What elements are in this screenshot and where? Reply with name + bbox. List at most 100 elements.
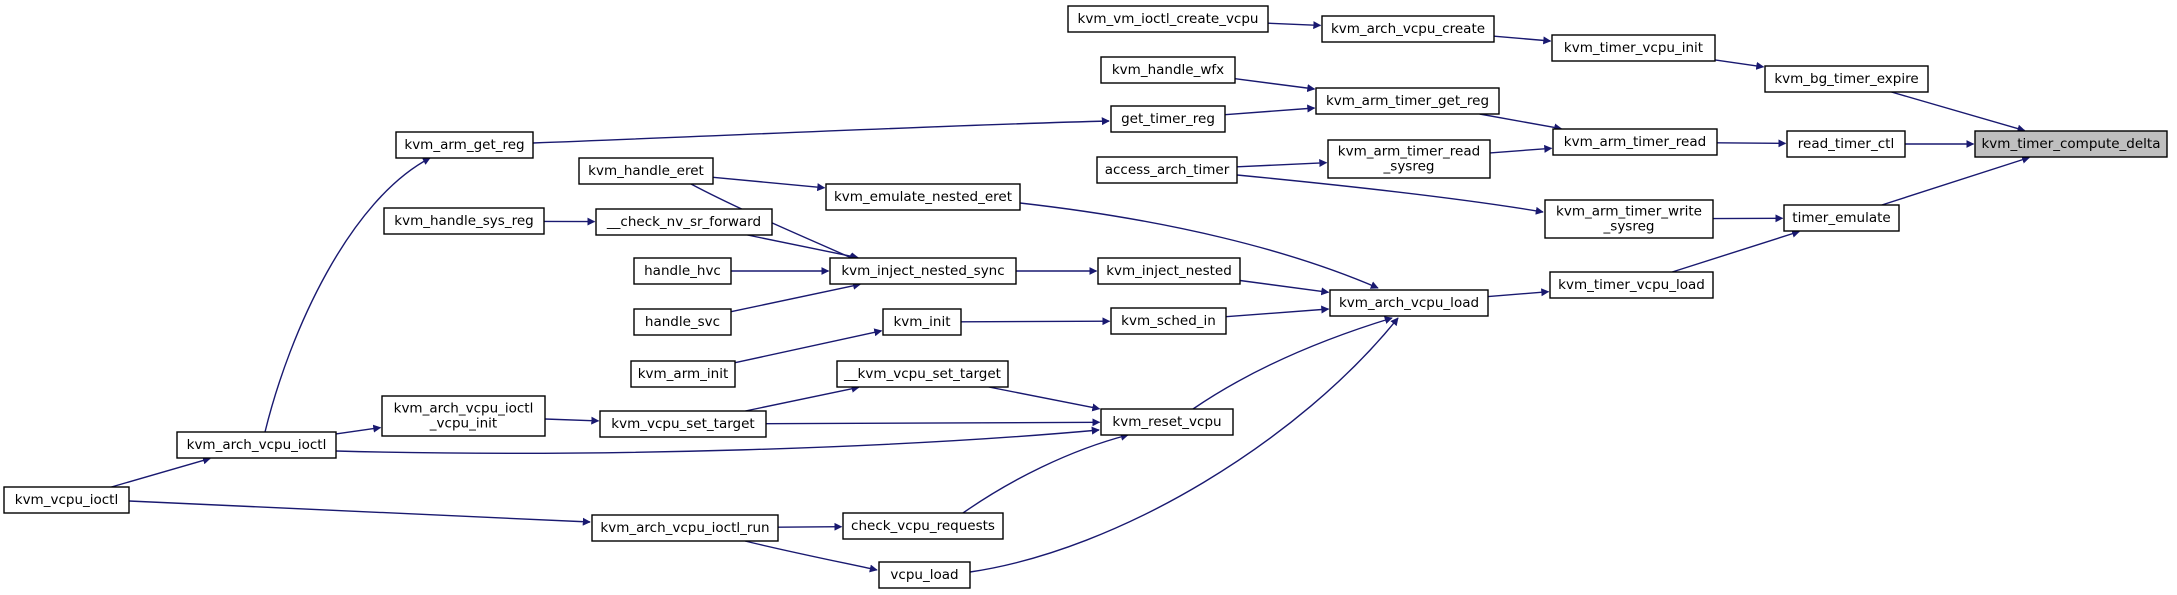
- node-kvm_handle_eret[interactable]: kvm_handle_eret: [578, 157, 714, 185]
- node-box: [633, 257, 732, 285]
- node-kvm_arm_timer_read[interactable]: kvm_arm_timer_read: [1552, 128, 1718, 156]
- node-label: kvm_sched_in: [1121, 313, 1216, 329]
- node-box: [1786, 130, 1906, 158]
- edge-line: [532, 117, 1110, 144]
- node-kvm_reset_vcpu[interactable]: kvm_reset_vcpu: [1100, 408, 1234, 436]
- edge-line: [1225, 305, 1330, 318]
- call-edges: [111, 21, 2031, 573]
- node-vcpu_load[interactable]: vcpu_load: [878, 561, 971, 589]
- edge-line: [1224, 104, 1316, 116]
- edge-kvm_arm_get_reg-to-get_timer_reg: [532, 117, 1110, 144]
- node-kvm_sched_in[interactable]: kvm_sched_in: [1110, 307, 1227, 335]
- node-box: [381, 395, 546, 437]
- edge-line: [747, 234, 859, 261]
- edge-kvm_arch_vcpu_ioctl_run-to-vcpu_load: [744, 540, 878, 573]
- node-label: kvm_arch_vcpu_ioctl: [394, 401, 534, 417]
- node-label: kvm_vm_ioctl_create_vcpu: [1078, 11, 1259, 27]
- node-read_timer_ctl[interactable]: read_timer_ctl: [1786, 130, 1906, 158]
- edge-kvm_arm_timer_read_sysreg-to-kvm_arm_timer_read: [1489, 144, 1553, 154]
- node-kvm_bg_timer_expire[interactable]: kvm_bg_timer_expire: [1764, 65, 1929, 93]
- node-box: [1327, 139, 1491, 179]
- node-kvm_arch_vcpu_load[interactable]: kvm_arch_vcpu_load: [1329, 289, 1489, 317]
- node-kvm_handle_sys_reg[interactable]: kvm_handle_sys_reg: [383, 207, 545, 235]
- edge-kvm_vcpu_ioctl-to-kvm_arch_vcpu_ioctl_run: [128, 500, 591, 526]
- node-label: handle_hvc: [644, 263, 721, 279]
- edge-vcpu_load-to-kvm_arch_vcpu_load: [969, 317, 1399, 573]
- node-kvm_inject_nested[interactable]: kvm_inject_nested: [1097, 257, 1241, 285]
- node-kvm_vcpu_set_target[interactable]: kvm_vcpu_set_target: [599, 410, 767, 438]
- function-nodes: kvm_timer_compute_delta kvm_bg_timer_expi…: [3, 5, 2168, 589]
- node-box: [591, 514, 779, 542]
- edge-kvm_arch_vcpu_ioctl-to-kvm_arch_vcpu_ioctl_vcpu_init: [335, 424, 382, 435]
- edge-line: [1487, 288, 1550, 298]
- edge-line: [1881, 155, 2031, 206]
- node-check_vcpu_requests[interactable]: check_vcpu_requests: [842, 512, 1004, 540]
- node-box: [1974, 130, 2168, 158]
- edge-access_arch_timer-to-kvm_arm_timer_write_sysreg: [1236, 174, 1544, 215]
- node-kvm_arch_vcpu_ioctl_run[interactable]: kvm_arch_vcpu_ioctl_run: [591, 514, 779, 542]
- node-kvm_arch_vcpu_ioctl_vcpu_init[interactable]: kvm_arch_vcpu_ioctl_vcpu_init: [381, 395, 546, 437]
- node-kvm_vcpu_set_target_internal[interactable]: __kvm_vcpu_set_target: [836, 360, 1009, 388]
- node-box: [595, 208, 773, 236]
- node-box: [383, 207, 545, 235]
- node-kvm_vm_ioctl_create_vcpu[interactable]: kvm_vm_ioctl_create_vcpu: [1067, 5, 1269, 33]
- edge-kvm_arm_init-to-kvm_init: [734, 328, 883, 364]
- edge-line: [1019, 202, 1379, 289]
- node-label: _vcpu_init: [429, 416, 497, 432]
- node-label: vcpu_load: [890, 567, 958, 583]
- node-kvm_arm_timer_read_sysreg[interactable]: kvm_arm_timer_read_sysreg: [1327, 139, 1491, 179]
- node-check_nv_sr_forward[interactable]: __check_nv_sr_forward: [595, 208, 773, 236]
- node-kvm_inject_nested_sync[interactable]: kvm_inject_nested_sync: [829, 257, 1017, 285]
- edge-check_vcpu_requests-to-kvm_reset_vcpu: [962, 432, 1129, 514]
- node-kvm_timer_compute_delta[interactable]: kvm_timer_compute_delta: [1974, 130, 2168, 158]
- node-kvm_arch_vcpu_create[interactable]: kvm_arch_vcpu_create: [1321, 15, 1495, 43]
- node-box: [395, 131, 534, 159]
- edge-kvm_arm_timer_get_reg-to-kvm_arm_timer_read: [1479, 113, 1563, 132]
- node-label: kvm_timer_vcpu_init: [1564, 40, 1703, 56]
- node-kvm_arm_get_reg[interactable]: kvm_arm_get_reg: [395, 131, 534, 159]
- node-box: [630, 360, 736, 388]
- edge-kvm_timer_vcpu_load-to-timer_emulate: [1671, 229, 1801, 273]
- node-kvm_timer_vcpu_init[interactable]: kvm_timer_vcpu_init: [1551, 34, 1716, 62]
- edge-line: [745, 384, 860, 412]
- node-access_arch_timer[interactable]: access_arch_timer: [1096, 156, 1238, 184]
- edge-kvm_handle_eret-to-kvm_emulate_nested_eret: [712, 176, 826, 192]
- node-kvm_arch_vcpu_ioctl[interactable]: kvm_arch_vcpu_ioctl: [176, 431, 337, 459]
- node-label: kvm_emulate_nested_eret: [834, 189, 1012, 205]
- node-kvm_init[interactable]: kvm_init: [882, 308, 962, 336]
- edge-line: [777, 522, 843, 531]
- edge-line: [730, 281, 861, 313]
- node-box: [1551, 34, 1716, 62]
- node-label: access_arch_timer: [1105, 162, 1230, 178]
- node-box: [1315, 87, 1500, 115]
- edge-line: [1236, 174, 1544, 215]
- node-kvm_handle_wfx[interactable]: kvm_handle_wfx: [1100, 56, 1236, 84]
- node-label: kvm_init: [893, 314, 950, 330]
- edge-line: [960, 317, 1111, 326]
- node-label: __kvm_vcpu_set_target: [843, 366, 1001, 382]
- node-box: [1329, 289, 1489, 317]
- edge-line: [988, 386, 1101, 412]
- node-timer_emulate[interactable]: timer_emulate: [1783, 204, 1900, 232]
- node-handle_hvc[interactable]: handle_hvc: [633, 257, 732, 285]
- node-box: [829, 257, 1017, 285]
- edge-line: [1714, 59, 1765, 70]
- node-kvm_arm_init[interactable]: kvm_arm_init: [630, 360, 736, 388]
- node-get_timer_reg[interactable]: get_timer_reg: [1110, 105, 1226, 133]
- node-box: [825, 183, 1021, 211]
- node-box: [578, 157, 714, 185]
- edge-line: [1267, 21, 1322, 30]
- node-kvm_arm_timer_get_reg[interactable]: kvm_arm_timer_get_reg: [1315, 87, 1500, 115]
- edge-kvm_arch_vcpu_ioctl-to-kvm_arm_get_reg: [264, 157, 431, 433]
- node-handle_svc[interactable]: handle_svc: [633, 308, 732, 336]
- edge-line: [962, 432, 1129, 514]
- edge-kvm_timer_vcpu_init-to-kvm_bg_timer_expire: [1714, 59, 1765, 70]
- node-label: get_timer_reg: [1121, 111, 1215, 127]
- node-kvm_vcpu_ioctl[interactable]: kvm_vcpu_ioctl: [3, 486, 130, 514]
- node-kvm_arm_timer_write_sysreg[interactable]: kvm_arm_timer_write_sysreg: [1544, 199, 1714, 239]
- node-label: kvm_arm_timer_write: [1556, 204, 1702, 220]
- node-kvm_emulate_nested_eret[interactable]: kvm_emulate_nested_eret: [825, 183, 1021, 211]
- edge-line: [969, 317, 1399, 573]
- node-kvm_timer_vcpu_load[interactable]: kvm_timer_vcpu_load: [1549, 271, 1714, 299]
- node-box: [1764, 65, 1929, 93]
